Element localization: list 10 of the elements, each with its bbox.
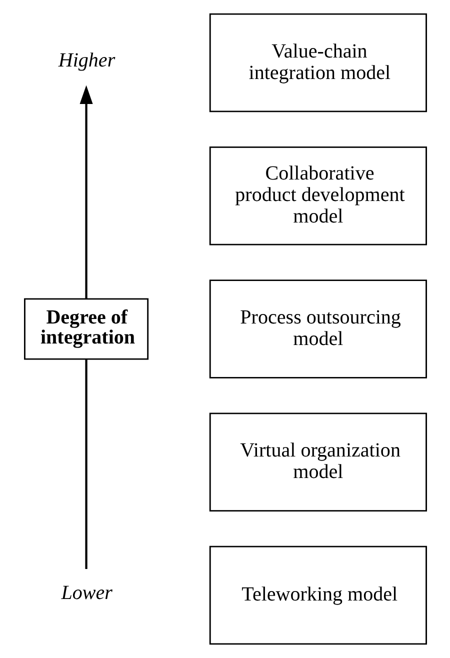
connector — [84, 359, 87, 570]
node-text: Lower — [60, 582, 112, 604]
node-box: Degree of integration — [24, 298, 148, 360]
arrow — [79, 85, 92, 299]
node-box: Teleworking model — [208, 546, 426, 645]
node-text: Higher — [58, 50, 115, 72]
node-box: Process outsourcing model — [208, 280, 426, 378]
node-box: Virtual organization model — [208, 412, 426, 512]
node-box: Value-chain integration model — [208, 13, 426, 112]
node-box: Collaborative product development model — [208, 146, 426, 246]
